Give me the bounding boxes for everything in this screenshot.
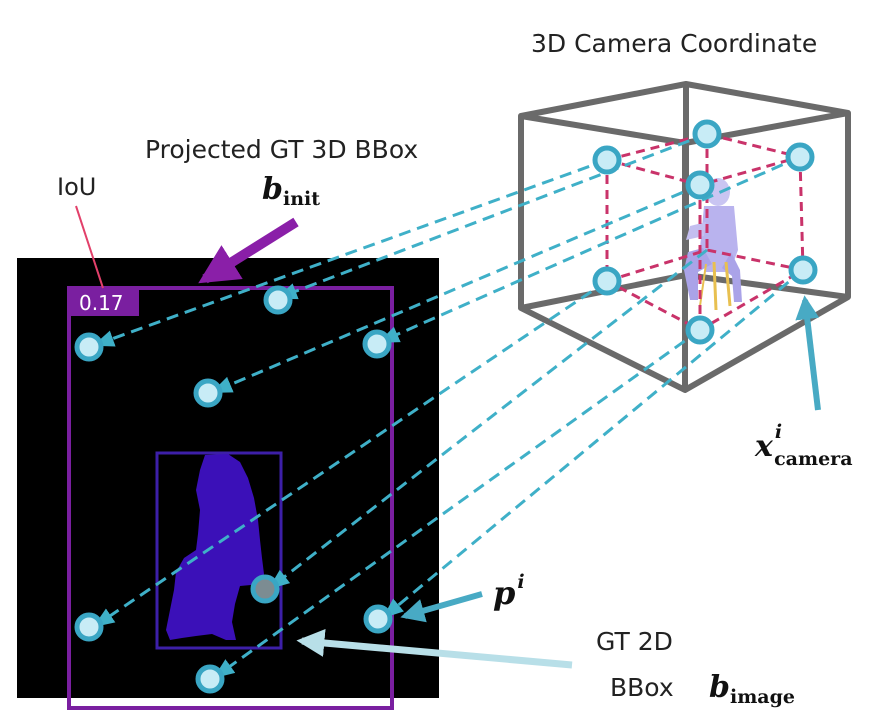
iou-leader-line [75, 205, 104, 289]
b-image-label: bimage [709, 670, 795, 708]
x-camera-arrow [795, 295, 821, 411]
camera-point [592, 145, 622, 175]
b-init-label: binit [262, 172, 320, 210]
camera-points [592, 119, 818, 345]
image-point-p-i [250, 574, 280, 604]
image-point [263, 285, 293, 315]
camera-point [788, 255, 818, 285]
image-point [74, 612, 104, 642]
camera-cube [518, 81, 851, 393]
projected-bbox [67, 286, 394, 710]
image-points [74, 285, 393, 694]
image-point [195, 664, 225, 694]
b-image-arrow [296, 629, 573, 669]
person-silhouette [166, 454, 264, 640]
projected-bbox-title: Projected GT 3D BBox [145, 135, 418, 164]
image-point [363, 604, 393, 634]
camera-point [785, 142, 815, 172]
iou-badge [69, 288, 139, 316]
gt2d-label-line1: GT 2D [596, 627, 673, 656]
camera-coordinate-title: 3D Camera Coordinate [531, 29, 817, 58]
gt2d-bbox [155, 451, 283, 650]
b-init-arrow [198, 217, 299, 284]
image-point [193, 378, 223, 408]
gt2d-label-line2: BBox [610, 673, 674, 702]
seated-human-figure [684, 178, 742, 311]
camera-point [685, 315, 715, 345]
image-point [362, 329, 392, 359]
camera-point [592, 266, 622, 296]
iou-value: 0.17 [79, 291, 124, 315]
iou-title: IoU [57, 173, 96, 201]
p-i-arrow [400, 591, 483, 623]
camera-point [685, 170, 715, 200]
projection-lines [93, 132, 804, 679]
camera-point [692, 119, 722, 149]
image-point [74, 332, 104, 362]
